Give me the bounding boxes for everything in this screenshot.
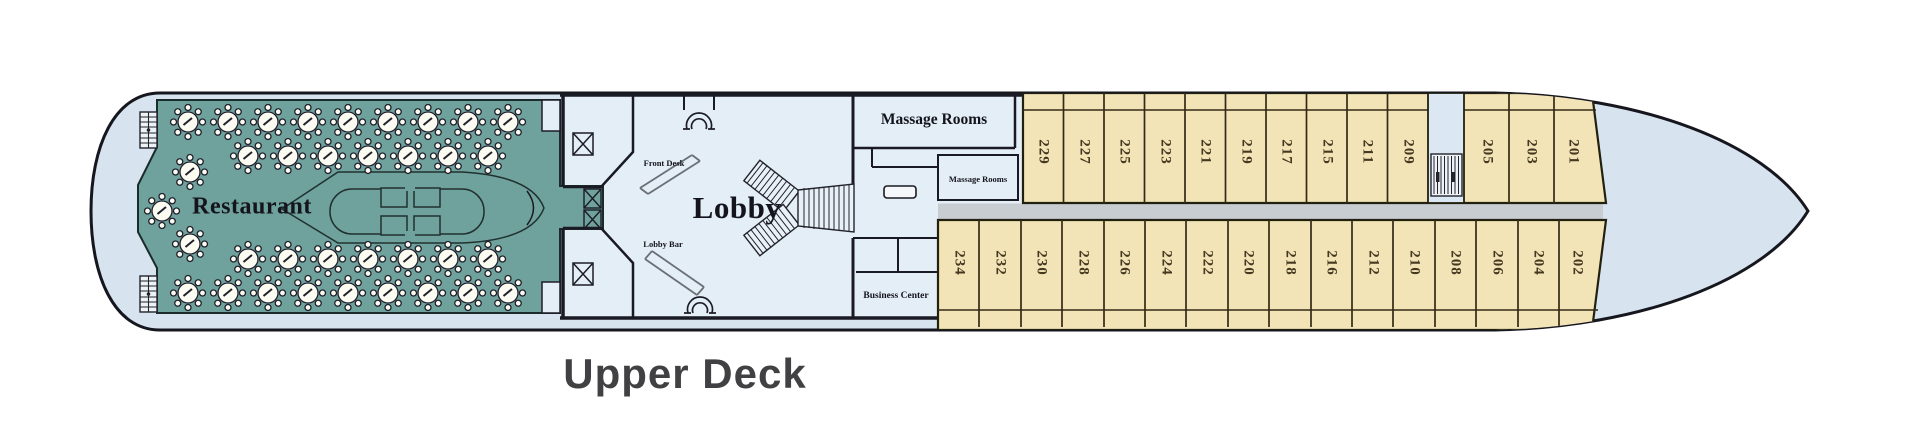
lobby-bar-label: Lobby Bar — [643, 239, 683, 249]
cabin-stairwell — [1427, 93, 1465, 204]
cabin-number: 219 — [1238, 139, 1255, 165]
cabin-number: 228 — [1075, 250, 1092, 276]
front-desk-label: Front Desk — [643, 158, 685, 168]
lobby-bar-counter — [644, 250, 705, 296]
deck-title: Upper Deck — [563, 350, 807, 397]
cabin-number: 234 — [951, 250, 968, 276]
vestibule — [541, 281, 561, 314]
buffet-station — [280, 171, 545, 244]
cabin-number: 217 — [1278, 139, 1295, 165]
cabin-number: 225 — [1116, 139, 1133, 165]
cabin-corridor — [938, 203, 1603, 220]
cabin-number: 230 — [1033, 250, 1050, 276]
business-center-label: Business Center — [863, 291, 929, 301]
cabin-number: 206 — [1489, 250, 1506, 276]
cabin-number: 232 — [992, 250, 1009, 276]
cabin-number: 204 — [1530, 250, 1547, 276]
lobby-label: Lobby — [692, 190, 782, 225]
front-desk-counter — [639, 154, 701, 195]
cabin-number: 226 — [1116, 250, 1133, 276]
massage-rooms-small-label: Massage Rooms — [948, 174, 1008, 184]
vestibule — [541, 99, 561, 132]
cabin-number: 212 — [1365, 250, 1382, 276]
cabin-number: 227 — [1076, 139, 1093, 165]
cabin-rows — [936, 93, 1608, 330]
cabin-number: 209 — [1400, 139, 1417, 165]
cabin-number: 229 — [1035, 139, 1052, 165]
cabin-number: 205 — [1479, 139, 1496, 165]
cabin-number: 211 — [1359, 139, 1376, 165]
cabin-number: 203 — [1523, 139, 1540, 165]
cabin-number: 224 — [1158, 250, 1175, 276]
cabin-number: 202 — [1569, 250, 1586, 276]
cabin-number: 221 — [1197, 139, 1214, 165]
restaurant-label: Restaurant — [192, 193, 312, 220]
massage-rooms-label: Massage Rooms — [880, 111, 988, 128]
cabin-number: 210 — [1406, 250, 1423, 276]
massage-desk — [883, 185, 917, 199]
cabin-number: 222 — [1199, 250, 1216, 276]
cabin-number: 201 — [1565, 139, 1582, 165]
lattice-columns — [583, 188, 602, 230]
cabin-number: 220 — [1240, 250, 1257, 276]
cabin-number: 218 — [1282, 250, 1299, 276]
cabin-number: 216 — [1323, 250, 1340, 276]
cabin-number: 215 — [1319, 139, 1336, 165]
cabin-number: 208 — [1447, 250, 1464, 276]
grand-staircase — [742, 159, 855, 257]
cabin-number: 223 — [1157, 139, 1174, 165]
